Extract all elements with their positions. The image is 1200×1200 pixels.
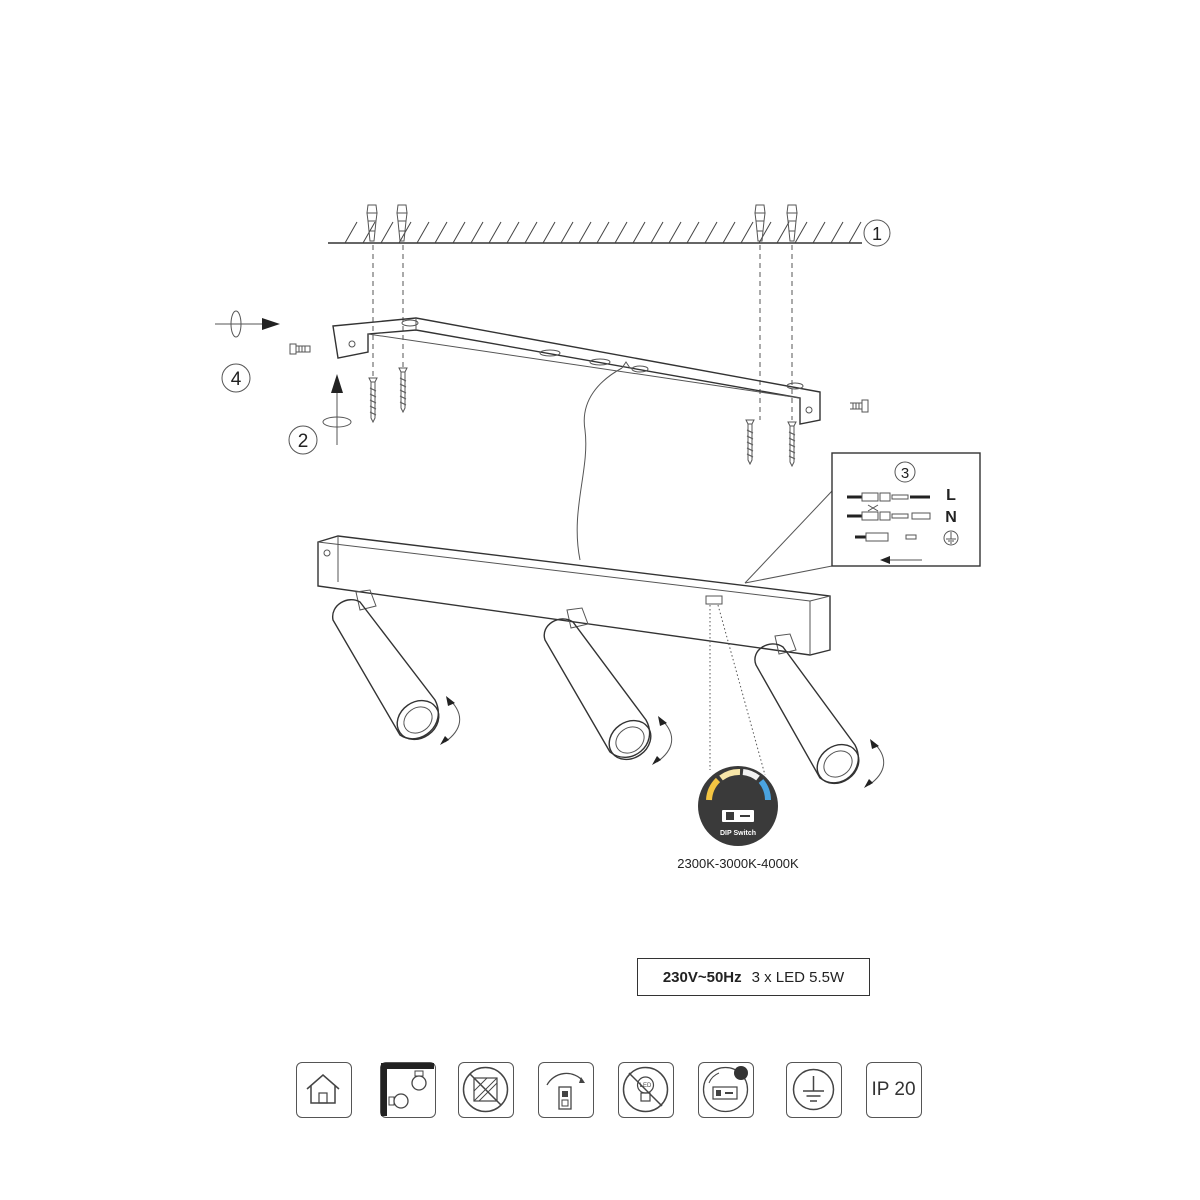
ceiling-hatch-line <box>524 221 538 244</box>
step-4-marker: 4 <box>215 310 280 393</box>
dip-switch-label: DIP Switch <box>720 830 756 837</box>
ceiling-hatch-line <box>344 221 358 244</box>
alignment-lines <box>372 245 793 420</box>
ceiling-hatch-line <box>506 221 520 244</box>
ceiling-hatch-line <box>452 221 466 244</box>
switch-operation-icon <box>538 1062 594 1118</box>
ceiling-hatch-line <box>830 221 844 244</box>
spotlight-1 <box>332 589 460 745</box>
dip-switch-callout-lines <box>709 604 766 776</box>
dip-switch-badge: DIP Switch <box>698 766 778 846</box>
ceiling <box>328 221 862 244</box>
step-3-number: 3 <box>901 465 909 482</box>
ceiling-hatch-line <box>722 221 736 244</box>
spotlight-2 <box>543 607 672 765</box>
ceiling-hatch-line <box>686 221 700 244</box>
ip-rating-icon: IP 20 <box>866 1062 922 1118</box>
ceiling-hatch-line <box>416 221 430 244</box>
dip-switch-color-temp-icon <box>698 1062 754 1118</box>
ceiling-hatch-line <box>704 221 718 244</box>
voltage-text: 230V~50Hz <box>662 968 742 986</box>
ceiling-hatch-line <box>776 221 790 244</box>
spotlight-3 <box>754 633 884 788</box>
ceiling-hatch-line <box>632 221 646 244</box>
wiring-callout-lines <box>744 490 833 584</box>
ceiling-hatch-line <box>812 221 826 244</box>
ceiling-hatch-line <box>434 221 448 244</box>
ceiling-hatch-line <box>794 221 808 244</box>
step-1-marker: 1 <box>863 219 891 247</box>
ceiling-hatch-line <box>758 221 772 244</box>
power-text: 3 x LED 5.5W <box>751 968 845 986</box>
led-not-replaceable-icon: LED <box>618 1062 674 1118</box>
electrical-spec-box: 230V~50Hz 3 x LED 5.5W <box>637 958 870 996</box>
svg-text:LED: LED <box>640 1083 652 1089</box>
ceiling-hatch-line <box>380 221 394 244</box>
protective-earth-icon <box>786 1062 842 1118</box>
no-insulation-cover-icon <box>458 1062 514 1118</box>
side-set-screws <box>289 343 869 413</box>
ceiling-hatch-line <box>848 221 862 244</box>
wall-plugs <box>366 204 798 242</box>
certification-icon-row: LED IP 20 <box>296 1062 926 1120</box>
step-4-number: 4 <box>231 369 242 390</box>
wire-neutral-label: N <box>945 509 957 526</box>
ip-rating-text: IP 20 <box>871 1078 916 1100</box>
mounting-screws <box>368 367 797 468</box>
step-2-number: 2 <box>298 431 309 452</box>
ceiling-hatch-line <box>650 221 664 244</box>
color-temperature-text: 2300K-3000K-4000K <box>677 856 799 871</box>
step-1-number: 1 <box>872 224 882 244</box>
wiring-detail-box: 3 L N <box>831 452 981 567</box>
power-cable <box>576 367 623 561</box>
ceiling-hatch-line <box>560 221 574 244</box>
wire-live-label: L <box>946 487 956 504</box>
ceiling-wall-mount-icon <box>380 1062 436 1118</box>
indoor-use-icon <box>296 1062 352 1118</box>
ceiling-hatch-line <box>470 221 484 244</box>
ceiling-hatch-line <box>740 221 754 244</box>
fixture-bar <box>317 535 831 656</box>
mounting-bracket <box>332 317 821 425</box>
ceiling-hatch-line <box>596 221 610 244</box>
ceiling-hatch-line <box>668 221 682 244</box>
ceiling-hatch-line <box>578 221 592 244</box>
step-2-marker: 2 <box>288 374 352 455</box>
ceiling-hatch-line <box>614 221 628 244</box>
ceiling-hatch-line <box>542 221 556 244</box>
ceiling-hatch-line <box>488 221 502 244</box>
